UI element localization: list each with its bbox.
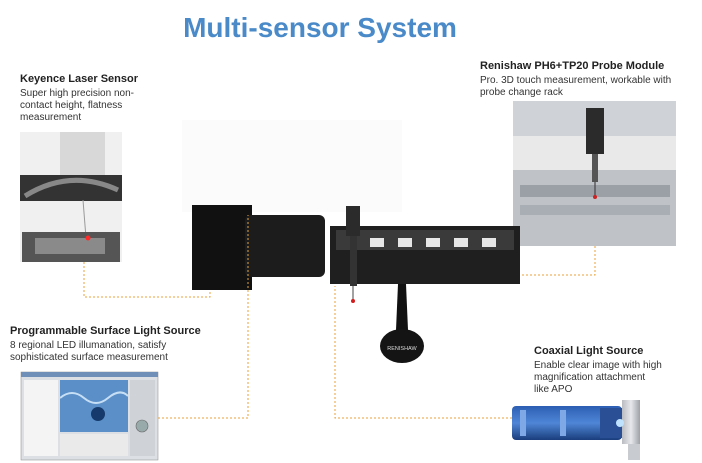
coaxial-light-photo [512, 400, 640, 460]
renishaw-label: Renishaw PH6+TP20 Probe Module Pro. 3D t… [480, 60, 671, 99]
surface-light-label: Programmable Surface Light Source 8 regi… [10, 325, 201, 364]
coaxial-heading: Coaxial Light Source [534, 345, 644, 357]
keyence-desc-line: contact height, flatness [20, 100, 123, 111]
renishaw-desc-line: Pro. 3D touch measurement, workable with [480, 75, 672, 86]
renishaw-heading: Renishaw PH6+TP20 Probe Module [480, 60, 665, 72]
coaxial-desc-line: Enable clear image with high [534, 360, 662, 371]
page-title: Multi-sensor System [183, 12, 457, 43]
connector-lines [83, 215, 596, 419]
surface-light-heading: Programmable Surface Light Source [10, 325, 201, 337]
renishaw-desc-line: probe change rack [480, 87, 563, 98]
connector-renishaw [520, 246, 596, 276]
machine-assembly [182, 120, 520, 363]
software-screenshot [20, 371, 159, 461]
connector-coaxial [334, 286, 512, 419]
coaxial-desc-line: magnification attachment [534, 372, 646, 383]
keyence-photo [20, 132, 122, 262]
surface-light-desc-line: 8 regional LED illumanation, satisfy [10, 340, 167, 351]
keyence-label: Keyence Laser Sensor Super high precisio… [20, 73, 138, 124]
coaxial-label: Coaxial Light Source Enable clear image … [534, 345, 662, 396]
probe-brand-text: RENISHAW [387, 346, 417, 352]
keyence-heading: Keyence Laser Sensor [20, 73, 139, 85]
keyence-desc-line: Super high precision non- [20, 88, 134, 99]
coaxial-desc-line: like APO [534, 384, 573, 395]
connector-surface [158, 215, 249, 419]
renishaw-photo [513, 101, 676, 246]
surface-light-desc-line: sophisticated surface measurement [10, 352, 168, 363]
keyence-desc-line: measurement [20, 112, 82, 123]
connector-keyence [83, 262, 211, 298]
